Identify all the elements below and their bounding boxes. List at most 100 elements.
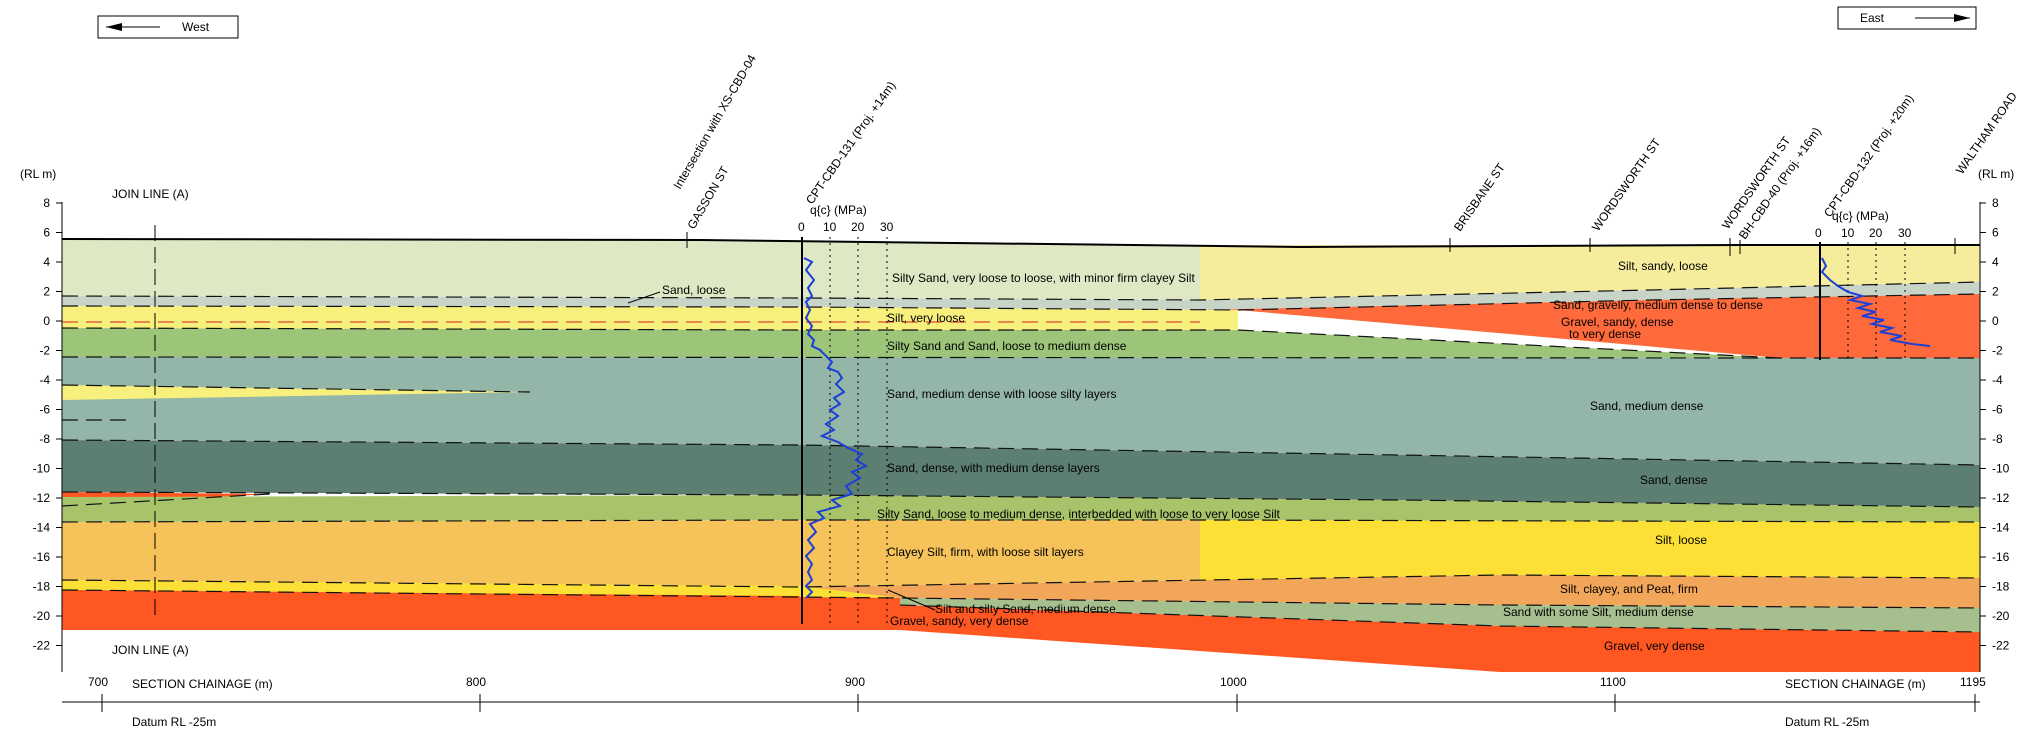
cpt131-unit: q{c} (MPa) bbox=[810, 203, 867, 217]
label-sand-medium-dense-east: Sand, medium dense bbox=[1590, 399, 1704, 413]
chainage-tick-800: 800 bbox=[466, 675, 486, 689]
rl-tick-label: 2 bbox=[1992, 285, 1999, 299]
lens-west-1 bbox=[62, 385, 530, 400]
rl-tick-label: -2 bbox=[1992, 344, 2003, 358]
label-sand-some-silt: Sand with some Silt, medium dense bbox=[1503, 605, 1694, 619]
label-gravel-very-dense-east: Gravel, very dense bbox=[1604, 639, 1705, 653]
layer-silt-sandy-east bbox=[1200, 245, 1980, 300]
cpt132-tick-20: 20 bbox=[1869, 226, 1883, 240]
label-gravel-very-dense-west: Gravel, sandy, very dense bbox=[890, 614, 1029, 628]
datum-right: Datum RL -25m bbox=[1785, 715, 1869, 729]
cpt131-tick-30: 30 bbox=[880, 220, 894, 234]
join-line-bottom-label: JOIN LINE (A) bbox=[112, 643, 189, 657]
west-arrow-box: West bbox=[97, 15, 239, 39]
rl-tick-label: -2 bbox=[39, 344, 50, 358]
rl-tick-label: -12 bbox=[33, 491, 51, 505]
layer-sand-medium-dense bbox=[62, 357, 1980, 465]
label-gravel-sandy-dense-1: Gravel, sandy, dense bbox=[1561, 315, 1674, 329]
label-sand-dense-md: Sand, dense, with medium dense layers bbox=[887, 461, 1100, 475]
layer-labels: Sand, loose Silty Sand, very loose to lo… bbox=[627, 259, 1763, 653]
rl-tick-label: -16 bbox=[1992, 550, 2010, 564]
rl-tick-label: 4 bbox=[43, 255, 50, 269]
rl-tick-label: 4 bbox=[1992, 255, 1999, 269]
label-silt-loose-east: Silt, loose bbox=[1655, 533, 1707, 547]
label-sand-md-silty: Sand, medium dense with loose silty laye… bbox=[887, 387, 1116, 401]
chainage-tick-1100: 1100 bbox=[1600, 675, 1626, 689]
cpt131-tick-20: 20 bbox=[851, 220, 865, 234]
rl-tick-label: 8 bbox=[43, 196, 50, 210]
layer-silty-sand-interbedded bbox=[62, 495, 1980, 522]
rl-tick-label: -20 bbox=[33, 609, 51, 623]
rl-tick-label: 6 bbox=[43, 226, 50, 240]
datum-left: Datum RL -25m bbox=[132, 715, 216, 729]
feature-waltham-road: WALTHAM ROAD bbox=[1953, 89, 2020, 176]
label-silty-sand-interbedded: Silty Sand, loose to medium dense, inter… bbox=[877, 507, 1281, 521]
rl-tick-label: 0 bbox=[43, 314, 50, 328]
soil-layers bbox=[62, 239, 1980, 672]
rl-tick-label: -16 bbox=[33, 550, 51, 564]
rl-tick-label: -6 bbox=[1992, 403, 2003, 417]
layer-boundaries bbox=[61, 281, 1981, 633]
label-silt-silty-sand: Silt and silty Sand, medium dense bbox=[935, 602, 1116, 616]
rl-tick-label: -10 bbox=[1992, 462, 2010, 476]
label-clayey-silt: Clayey Silt, firm, with loose silt layer… bbox=[887, 545, 1084, 559]
rl-tick-label: -6 bbox=[39, 403, 50, 417]
label-silty-sand-very-loose: Silty Sand, very loose to loose, with mi… bbox=[892, 271, 1195, 285]
layer-gravel-base bbox=[62, 590, 800, 630]
cpt132-tick-0: 0 bbox=[1815, 226, 1822, 240]
rl-tick-label: -14 bbox=[33, 521, 51, 535]
join-line-top-label: JOIN LINE (A) bbox=[112, 187, 189, 201]
layer-sand-gravelly bbox=[1200, 294, 1980, 358]
chainage-axis bbox=[62, 694, 1980, 712]
layer-sand-some-silt bbox=[900, 598, 1980, 632]
rl-tick-label: -4 bbox=[39, 373, 50, 387]
feature-markers bbox=[686, 232, 1956, 256]
layer-sand-dense bbox=[62, 440, 1980, 507]
rl-tick-label: -22 bbox=[1992, 639, 2010, 653]
layer-silt-very-loose bbox=[62, 306, 1238, 330]
cpt131-tick-0: 0 bbox=[798, 220, 805, 234]
chainage-label-right: SECTION CHAINAGE (m) bbox=[1785, 677, 1926, 691]
rl-axis-left bbox=[61, 202, 1981, 672]
cpt132-log: q{c} (MPa) 0 10 20 30 bbox=[1815, 209, 1931, 360]
east-arrow-box: East bbox=[1837, 6, 1977, 30]
chainage-tick-1000: 1000 bbox=[1220, 675, 1247, 689]
rl-tick-label: 6 bbox=[1992, 226, 1999, 240]
east-label: East bbox=[1860, 11, 1885, 25]
cpt131-tick-10: 10 bbox=[823, 220, 837, 234]
chainage-label-left: SECTION CHAINAGE (m) bbox=[132, 677, 273, 691]
layer-silt-loose-east bbox=[1200, 520, 1980, 580]
feature-cpt132: CPT-CBD-132 (Proj. +20m) bbox=[1821, 92, 1916, 220]
label-sand-dense-east: Sand, dense bbox=[1640, 473, 1708, 487]
cpt132-trace bbox=[1820, 257, 1931, 347]
cpt131-log: q{c} (MPa) 0 10 20 30 bbox=[798, 203, 894, 624]
rl-tick-label: 8 bbox=[1992, 196, 1999, 210]
ground-surface bbox=[61, 238, 1980, 249]
chainage-tick-700: 700 bbox=[88, 675, 108, 689]
layer-silty-sand-sand bbox=[62, 328, 1780, 358]
cpt131-trace bbox=[803, 257, 869, 599]
cpt132-unit: q{c} (MPa) bbox=[1832, 209, 1889, 223]
label-silt-sandy-loose: Silt, sandy, loose bbox=[1618, 259, 1708, 273]
feature-brisbane-st: BRISBANE ST bbox=[1451, 160, 1508, 234]
cpt132-tick-30: 30 bbox=[1898, 226, 1912, 240]
rl-tick-label: -18 bbox=[1992, 580, 2010, 594]
rl-tick-label: 2 bbox=[43, 285, 50, 299]
rl-tick-label: -18 bbox=[33, 580, 51, 594]
cpt132-tick-10: 10 bbox=[1841, 226, 1855, 240]
label-sand-gravelly: Sand, gravelly, medium dense to dense bbox=[1553, 298, 1763, 312]
rl-tick-label: -22 bbox=[33, 639, 51, 653]
rl-tick-label: -20 bbox=[1992, 609, 2010, 623]
rl-label-left: (RL m) bbox=[20, 167, 56, 181]
feature-wordsworth-st-1: WORDSWORTH ST bbox=[1589, 135, 1664, 233]
west-label: West bbox=[182, 20, 210, 34]
rl-tick-label: 0 bbox=[1992, 314, 1999, 328]
rl-tick-label: -4 bbox=[1992, 373, 2003, 387]
rl-label-right: (RL m) bbox=[1978, 167, 2014, 181]
rl-tick-label: -12 bbox=[1992, 491, 2010, 505]
label-silty-sand-sand: Silty Sand and Sand, loose to medium den… bbox=[887, 339, 1127, 353]
layer-silt-clayey-peat bbox=[62, 575, 1980, 608]
